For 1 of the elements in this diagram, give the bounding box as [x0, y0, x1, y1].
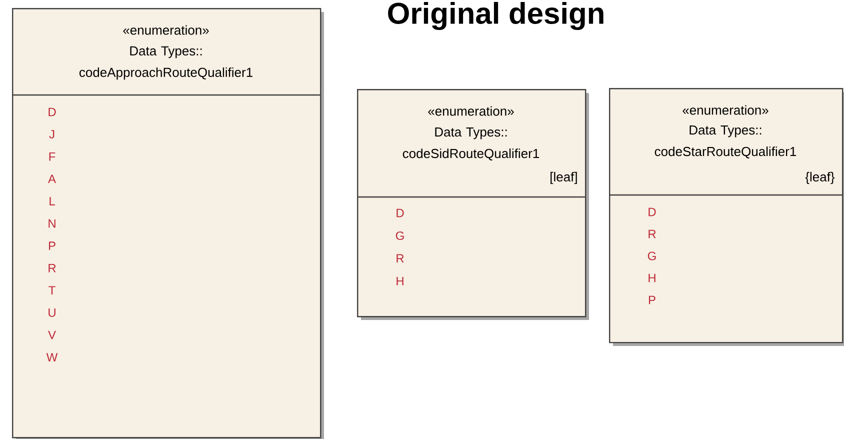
title: Original design — [388, 2, 604, 30]
